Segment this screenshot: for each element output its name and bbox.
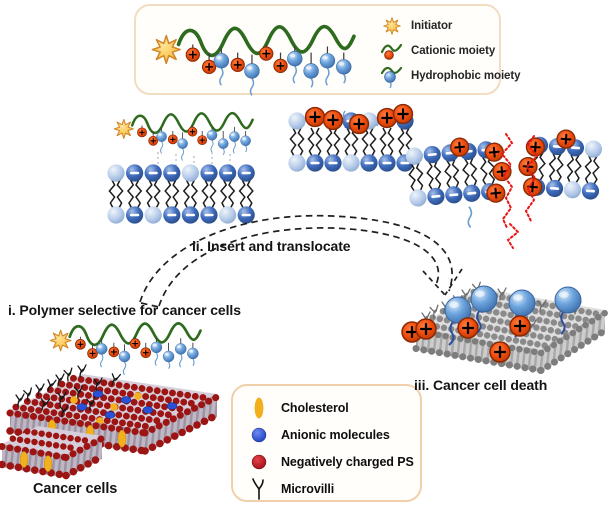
cancer-cell-membrane-illustration: [0, 364, 221, 480]
initiator-icon: [383, 17, 401, 35]
cholesterol-dots: [70, 392, 142, 425]
step-ii-label: ii. Insert and translocate: [192, 238, 351, 254]
arrowhead: [422, 268, 463, 296]
legend-item-label: Initiator: [411, 20, 453, 32]
legend-item-label: Cationic moiety: [411, 45, 496, 57]
legend-item-label: Hydrophobic moiety: [411, 70, 521, 82]
legend-item-microvilli: Microvilli: [246, 477, 414, 501]
polymer-legend-box: Initiator Cationic moiety Hydrophobic mo…: [134, 4, 520, 96]
anionic-molecules-icon: [251, 427, 267, 443]
dead-cancer-cell-membrane-illustration: [400, 281, 609, 374]
legend-item-label: Anionic molecules: [281, 428, 390, 442]
legend-item-cationic-moiety: Cationic moiety: [380, 40, 520, 62]
legend-item-label: Negatively charged PS: [281, 455, 414, 469]
cholesterol-icon: [254, 397, 264, 419]
polymer-legend-rows: Initiator Cationic moiety Hydrophobic mo…: [380, 15, 521, 88]
step-i-label: i. Polymer selective for cancer cells: [8, 302, 241, 318]
polymer-chain-art: [142, 8, 380, 96]
cationic-moiety-icon: [380, 43, 403, 60]
selective-polymer-illustration: [50, 323, 200, 374]
legend-item-cholesterol: Cholesterol: [246, 396, 414, 420]
negatively-charged-ps-icon: [251, 454, 267, 470]
membrane-legend-box: Cholesterol Anionic molecules Negatively…: [231, 384, 422, 502]
rupture-cracks: [500, 133, 539, 249]
legend-item-label: Cholesterol: [281, 401, 349, 415]
membrane-rupture-illustration: [404, 128, 603, 249]
legend-item-label: Microvilli: [281, 482, 335, 496]
legend-item-hydrophobic-moiety: Hydrophobic moiety: [380, 65, 521, 88]
legend-item-initiator: Initiator: [380, 15, 520, 37]
microvilli-icon: [252, 478, 264, 500]
legend-item-negatively-charged-ps: Negatively charged PS: [246, 450, 414, 474]
membrane-legend-rows: Cholesterol Anionic molecules Negatively…: [246, 396, 414, 501]
legend-item-anionic-molecules: Anionic molecules: [246, 423, 414, 447]
cancer-cells-label: Cancer cells: [33, 481, 118, 497]
step-iii-label: iii. Cancer cell death: [414, 377, 548, 393]
anionic-molecules-dots: [76, 390, 178, 419]
insert-translocate-arrow: [139, 214, 463, 308]
hydrophobic-moiety-icon: [380, 66, 403, 88]
polymer-binding-membrane-illustration: [107, 113, 254, 223]
polymer-inserted-membrane-illustration: [288, 103, 414, 172]
